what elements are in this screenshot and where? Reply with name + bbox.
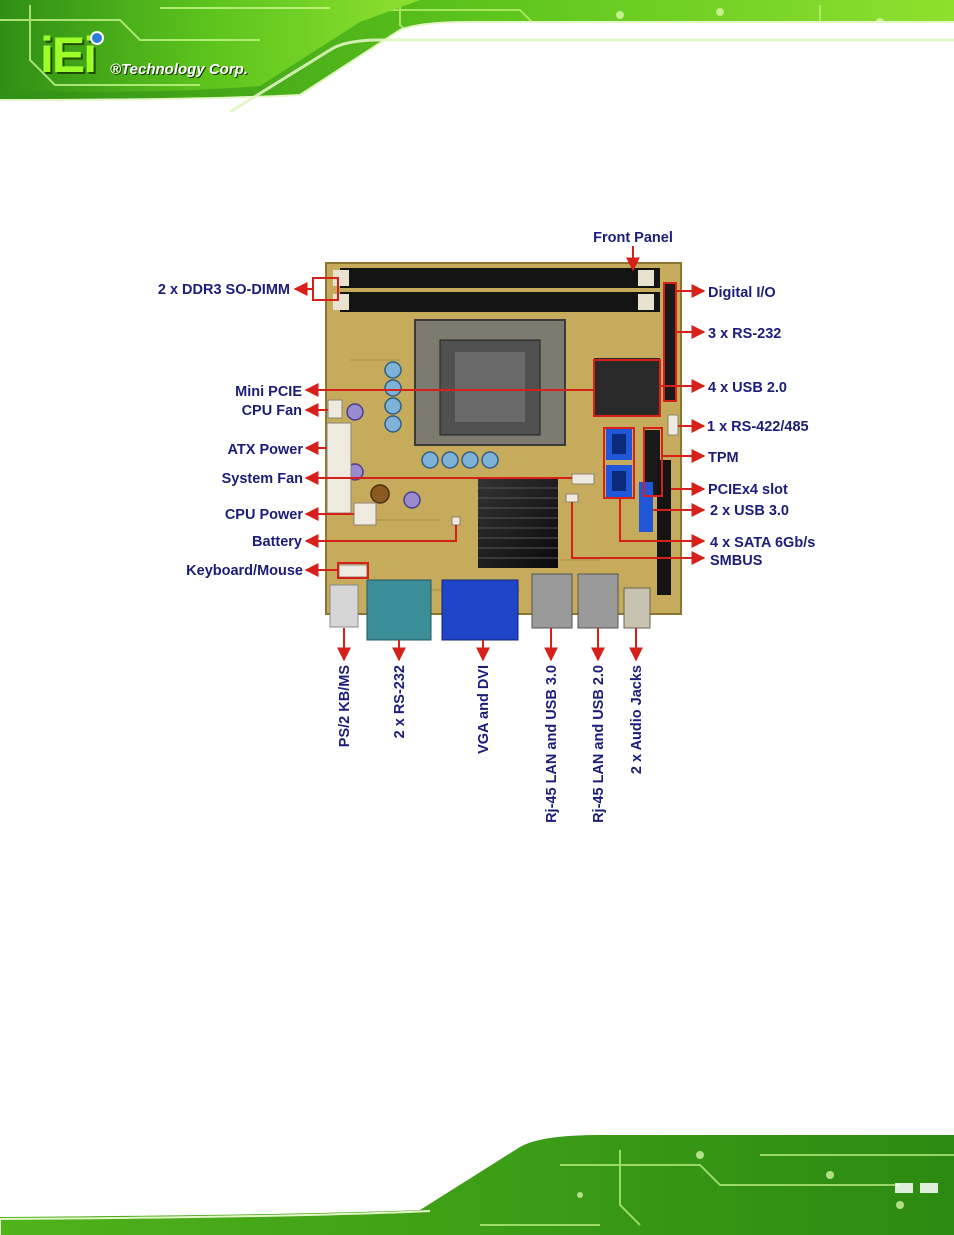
- rs232-ports: [366, 579, 432, 641]
- header-pcb-graphic: [0, 0, 954, 112]
- atx-power-connector: [326, 422, 352, 514]
- rj45-usb20-port: [577, 573, 619, 629]
- cpu-power-connector: [353, 502, 377, 526]
- vga-dvi-ports: [441, 579, 519, 641]
- footer-pcb-graphic: [0, 1135, 954, 1235]
- mini-pcie-slot: [594, 358, 660, 416]
- audio-jacks: [623, 587, 651, 629]
- label-tpm: TPM: [708, 450, 739, 466]
- digital-io-header: [664, 282, 676, 402]
- label-digital-io: Digital I/O: [708, 285, 776, 301]
- label-mini-pcie: Mini PCIE: [235, 384, 302, 400]
- capacitors: [346, 361, 499, 509]
- sata-connectors: [606, 428, 632, 497]
- header-banner: iEi ®Technology Corp.: [0, 0, 954, 112]
- tpm-header: [644, 430, 660, 495]
- label-system-fan: System Fan: [222, 471, 303, 487]
- system-fan-connector: [571, 473, 595, 485]
- cpu-socket: [414, 319, 566, 446]
- usb30-header: [639, 482, 653, 532]
- rj45-usb30-port: [531, 573, 573, 629]
- label-rs422: 1 x RS-422/485: [707, 419, 809, 435]
- label-usb30-2: 2 x USB 3.0: [710, 503, 789, 519]
- label-cpu-fan: CPU Fan: [242, 403, 302, 419]
- label-rj45-usb20: Rj-45 LAN and USB 2.0: [591, 665, 607, 823]
- label-rs232-3: 3 x RS-232: [708, 326, 781, 342]
- battery-connector: [451, 516, 461, 526]
- footer-banner: [0, 1125, 954, 1235]
- label-ddr3: 2 x DDR3 SO-DIMM: [158, 282, 290, 298]
- label-ps2: PS/2 KB/MS: [337, 665, 353, 748]
- ps2-port: [329, 584, 359, 628]
- callout-lines: [293, 246, 706, 662]
- label-audio: 2 x Audio Jacks: [629, 665, 645, 774]
- logo-company: ®Technology Corp.: [110, 61, 248, 78]
- label-rj45-usb30: Rj-45 LAN and USB 3.0: [544, 665, 560, 823]
- label-front-panel: Front Panel: [593, 230, 673, 246]
- smbus-connector: [565, 493, 579, 503]
- label-keyboard-mouse: Keyboard/Mouse: [186, 563, 303, 579]
- label-rs232-2: 2 x RS-232: [392, 665, 408, 738]
- label-vga-dvi: VGA and DVI: [476, 665, 492, 754]
- label-battery: Battery: [252, 534, 302, 550]
- label-sata: 4 x SATA 6Gb/s: [710, 535, 815, 551]
- label-cpu-power: CPU Power: [225, 507, 304, 523]
- chipset-heatsink: [478, 478, 558, 568]
- heatsink-fins: [478, 487, 558, 559]
- label-atx-power: ATX Power: [228, 442, 304, 458]
- label-usb20-4: 4 x USB 2.0: [708, 380, 787, 396]
- keyboard-mouse-header: [338, 564, 368, 578]
- rs422-connector: [667, 414, 679, 436]
- logo-dot-icon: [90, 31, 104, 45]
- pciex4-slot: [657, 460, 671, 595]
- label-smbus: SMBUS: [710, 553, 763, 569]
- label-pciex4: PCIEx4 slot: [708, 482, 788, 498]
- logo-mark: iEi: [40, 27, 97, 83]
- cpu-fan-connector: [327, 399, 343, 419]
